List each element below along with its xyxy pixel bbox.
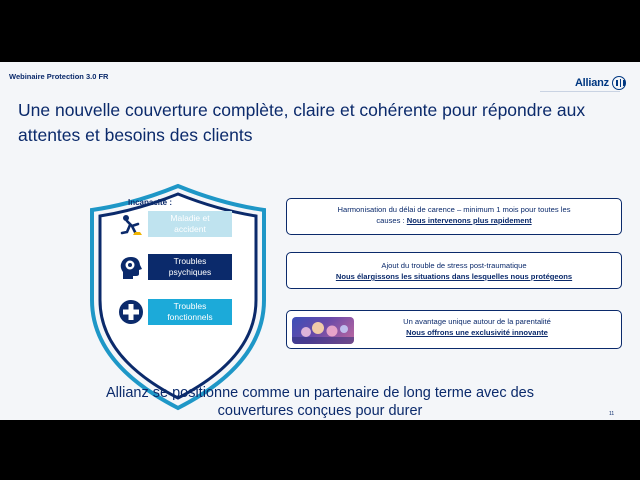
logo-text: Allianz <box>574 77 609 89</box>
medical-cross-icon <box>118 299 144 325</box>
waiting-period-card: Harmonisation du délai de carence – mini… <box>286 198 622 235</box>
presentation-slide: Webinaire Protection 3.0 FR Allianz Une … <box>0 62 640 420</box>
brain-head-icon <box>118 255 144 281</box>
ptsd-card: Ajout du trouble de stress post-traumati… <box>286 252 622 289</box>
card-text: Harmonisation du délai de carence – mini… <box>337 205 571 214</box>
falling-person-icon <box>118 212 144 238</box>
headline-line-1: Une nouvelle couverture complète, claire… <box>18 100 586 120</box>
headline-line-2: attentes et besoins des clients <box>18 125 253 145</box>
header-divider <box>540 91 620 92</box>
shield-icon <box>90 183 266 411</box>
parenthood-image <box>292 317 354 344</box>
parenthood-card: Un avantage unique autour de la parental… <box>286 310 622 349</box>
page-number: 11 <box>609 411 615 417</box>
tagline-line-1: Allianz se positionne comme un partenair… <box>106 385 534 401</box>
incapacity-title: Incapacité : <box>128 198 173 207</box>
shield-graphic <box>86 182 270 412</box>
webinar-label: Webinaire Protection 3.0 FR <box>9 72 109 81</box>
tagline-line-2: couvertures conçues pour durer <box>217 403 423 419</box>
card-text: Ajout du trouble de stress post-traumati… <box>381 261 527 270</box>
allianz-eagle-icon <box>612 76 626 90</box>
closing-tagline: Allianz se positionne comme un partenair… <box>0 384 640 420</box>
card-highlight: Nous intervenons plus rapidement <box>406 216 532 225</box>
card-highlight: Nous élargissons les situations dans les… <box>335 272 573 281</box>
card-highlight: Nous offrons une exclusivité innovante <box>406 328 548 337</box>
allianz-logo: Allianz <box>575 76 626 90</box>
card-text: Un avantage unique autour de la parental… <box>403 317 551 326</box>
slide-headline: Une nouvelle couverture complète, claire… <box>18 98 628 148</box>
card-text: causes : <box>376 216 407 225</box>
